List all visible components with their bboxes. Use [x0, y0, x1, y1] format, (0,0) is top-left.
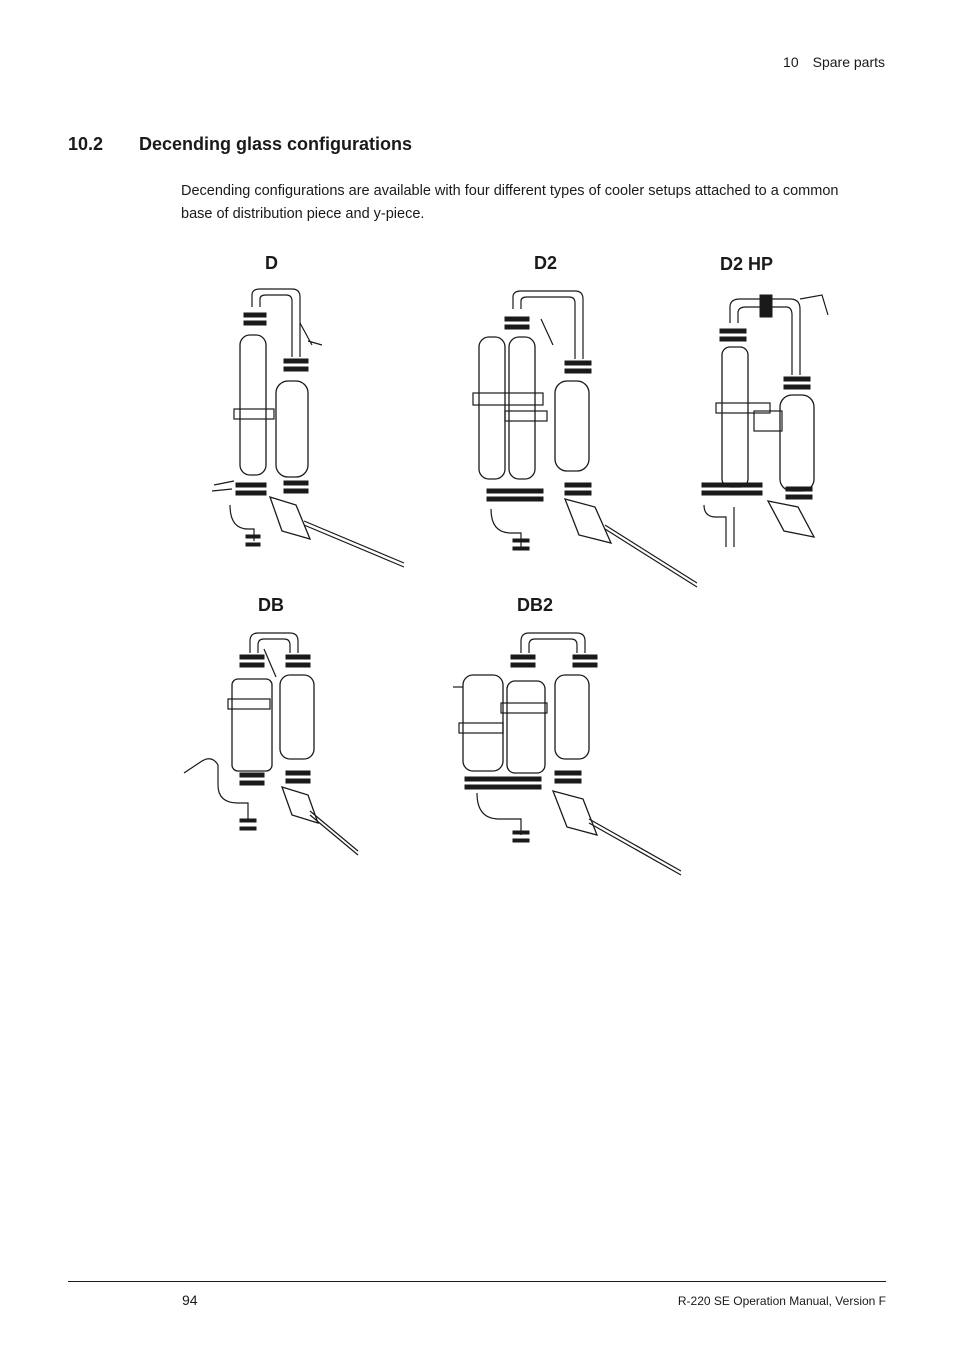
- section-title: Decending glass configurations: [139, 134, 413, 154]
- section-number: 10.2: [68, 134, 104, 154]
- figure-label-d: D: [265, 253, 278, 273]
- figure-d2-diagram: [472, 290, 698, 588]
- figure-d-diagram: [211, 288, 405, 568]
- figure-d2-hp-diagram: [701, 294, 829, 547]
- chapter-number: 10: [783, 54, 799, 70]
- intro-paragraph: Decending configurations are available w…: [181, 183, 839, 222]
- running-header: 10 Spare parts: [783, 54, 885, 70]
- page-number: 94: [182, 1292, 198, 1308]
- chapter-title: Spare parts: [812, 54, 885, 70]
- figure-label-db: DB: [258, 595, 284, 615]
- figure-label-d2-hp: D2 HP: [720, 254, 774, 274]
- figure-label-d2: D2: [534, 253, 558, 273]
- figure-db-diagram: [183, 632, 359, 856]
- footer-rule: [68, 1281, 886, 1282]
- manual-title: R-220 SE Operation Manual, Version F: [677, 1294, 886, 1308]
- figure-db2-diagram: [453, 632, 682, 876]
- figure-label-db2: DB2: [517, 595, 554, 615]
